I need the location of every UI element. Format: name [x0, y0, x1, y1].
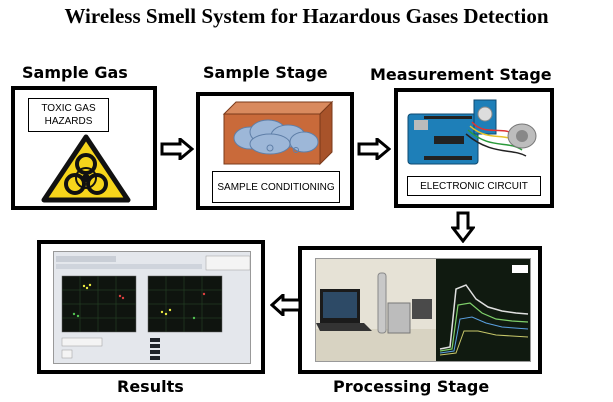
arrow-right-icon [160, 138, 194, 160]
processing-stage-box [298, 246, 542, 374]
measurement-stage-label: Measurement Stage [370, 65, 552, 84]
measurement-stage-box: ELECTRONIC CIRCUIT [394, 88, 554, 208]
sample-stage-label: Sample Stage [203, 63, 328, 82]
processing-stage-label: Processing Stage [333, 377, 490, 396]
biohazard-icon [41, 134, 131, 203]
results-box [37, 240, 265, 374]
sample-chamber-icon [222, 100, 334, 166]
sample-gas-label: Sample Gas [22, 63, 128, 82]
results-screenshot [53, 251, 251, 364]
arrow-down-icon [451, 211, 475, 243]
results-label: Results [117, 377, 184, 396]
arrow-right-icon [357, 138, 391, 160]
processing-photo [315, 258, 531, 362]
toxic-gas-hazards-text: TOXIC GAS HAZARDS [28, 98, 109, 132]
electronic-circuit-text: ELECTRONIC CIRCUIT [407, 176, 541, 196]
arrow-left-icon [270, 294, 302, 316]
diagram-title: Wireless Smell System for Hazardous Gase… [64, 4, 549, 28]
sample-gas-box: TOXIC GAS HAZARDS [11, 86, 157, 210]
circuit-board-icon [407, 99, 537, 165]
sample-conditioning-text: SAMPLE CONDITIONING [212, 171, 340, 203]
sample-stage-box: SAMPLE CONDITIONING [196, 92, 354, 210]
